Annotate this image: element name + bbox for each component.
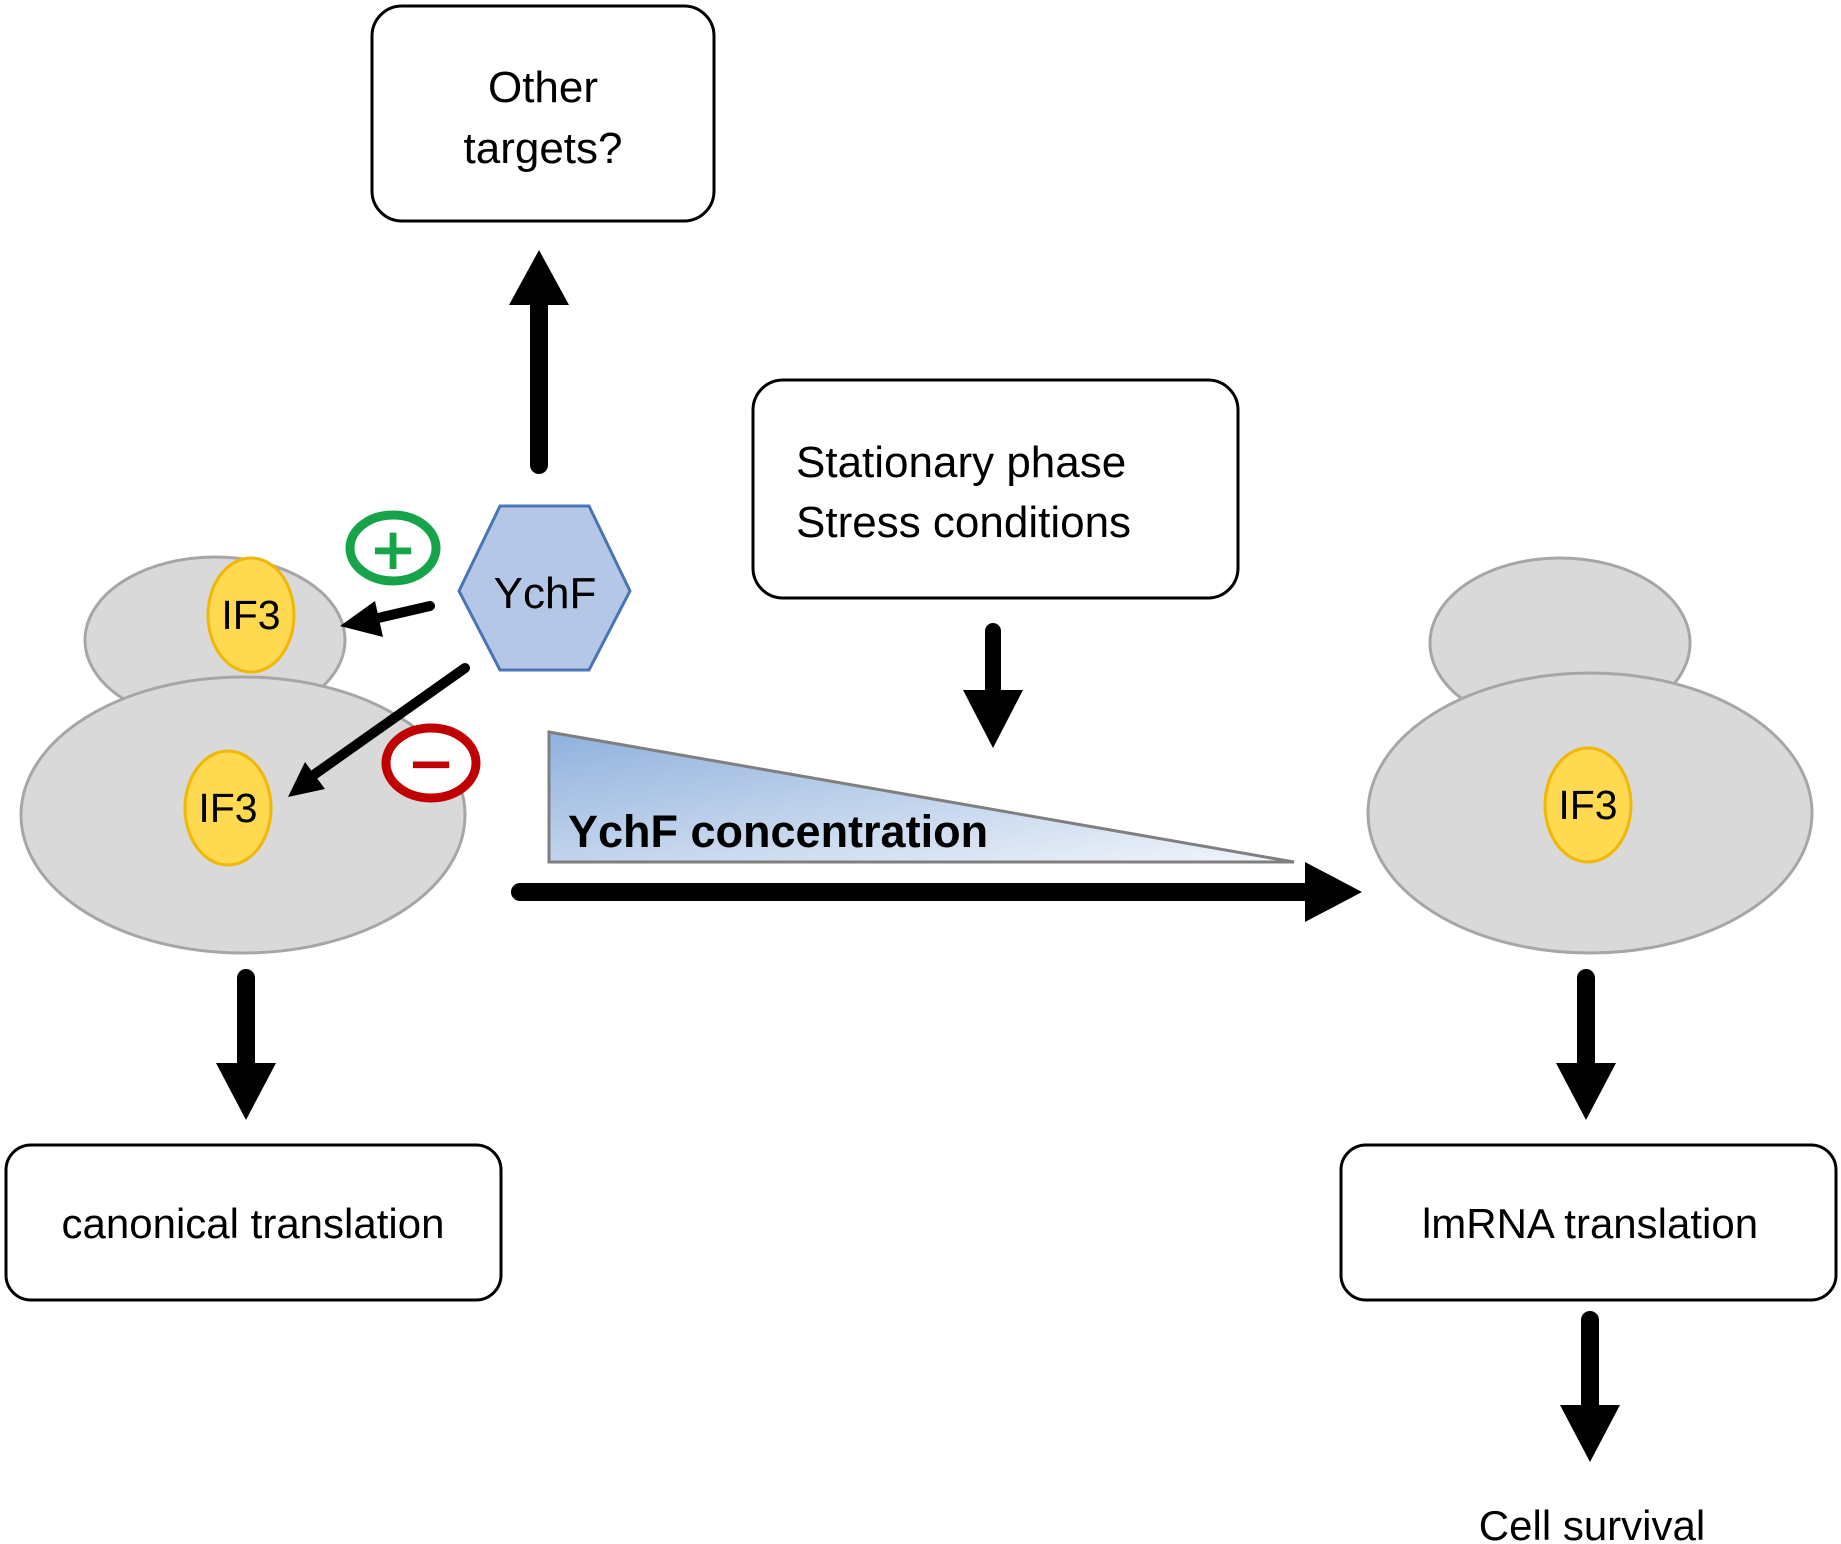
arrow-ychf-to-large-if3 [288, 663, 470, 797]
arrow-to-right-ribosome [511, 862, 1362, 922]
lmrna-translation-box: lmRNA translation [1339, 1143, 1838, 1302]
negative-sign-glyph: − [407, 729, 456, 797]
arrow-ychf-to-other-targets [509, 250, 569, 474]
negative-sign: − [381, 723, 481, 803]
canonical-translation-label: canonical translation [62, 1200, 445, 1247]
arrow-to-canonical [216, 969, 276, 1120]
ychf-label: YchF [494, 569, 597, 618]
lmrna-translation-label: lmRNA translation [1422, 1200, 1758, 1247]
arrow-ychf-to-small-if3 [340, 601, 435, 637]
ychf-concentration-gradient: YchF concentration [547, 730, 1295, 864]
other-targets-line2: targets? [464, 124, 623, 173]
gradient-label: YchF concentration [568, 806, 988, 857]
other-targets-line1: Other [488, 63, 598, 112]
ychf-hexagon: YchF [457, 504, 632, 672]
if3-small-label: IF3 [221, 592, 280, 638]
conditions-line1: Stationary phase [796, 438, 1126, 487]
if3-right-label: IF3 [1558, 782, 1617, 828]
positive-sign-glyph: + [369, 515, 418, 583]
if3-small-subunit: IF3 [206, 556, 296, 674]
other-targets-box: Other targets? [370, 4, 716, 223]
arrow-to-lmrna [1556, 969, 1616, 1120]
conditions-line2: Stress conditions [796, 498, 1131, 547]
arrow-conditions-down [963, 623, 1023, 748]
if3-large-label: IF3 [198, 785, 257, 831]
canonical-translation-box: canonical translation [4, 1143, 503, 1302]
cell-survival-label: Cell survival [1479, 1502, 1705, 1544]
arrow-to-cell-survival [1560, 1311, 1620, 1462]
conditions-box: Stationary phase Stress conditions [751, 378, 1240, 600]
if3-right-ribosome: IF3 [1543, 746, 1633, 864]
if3-large-subunit: IF3 [183, 749, 273, 867]
positive-sign: + [345, 510, 441, 586]
